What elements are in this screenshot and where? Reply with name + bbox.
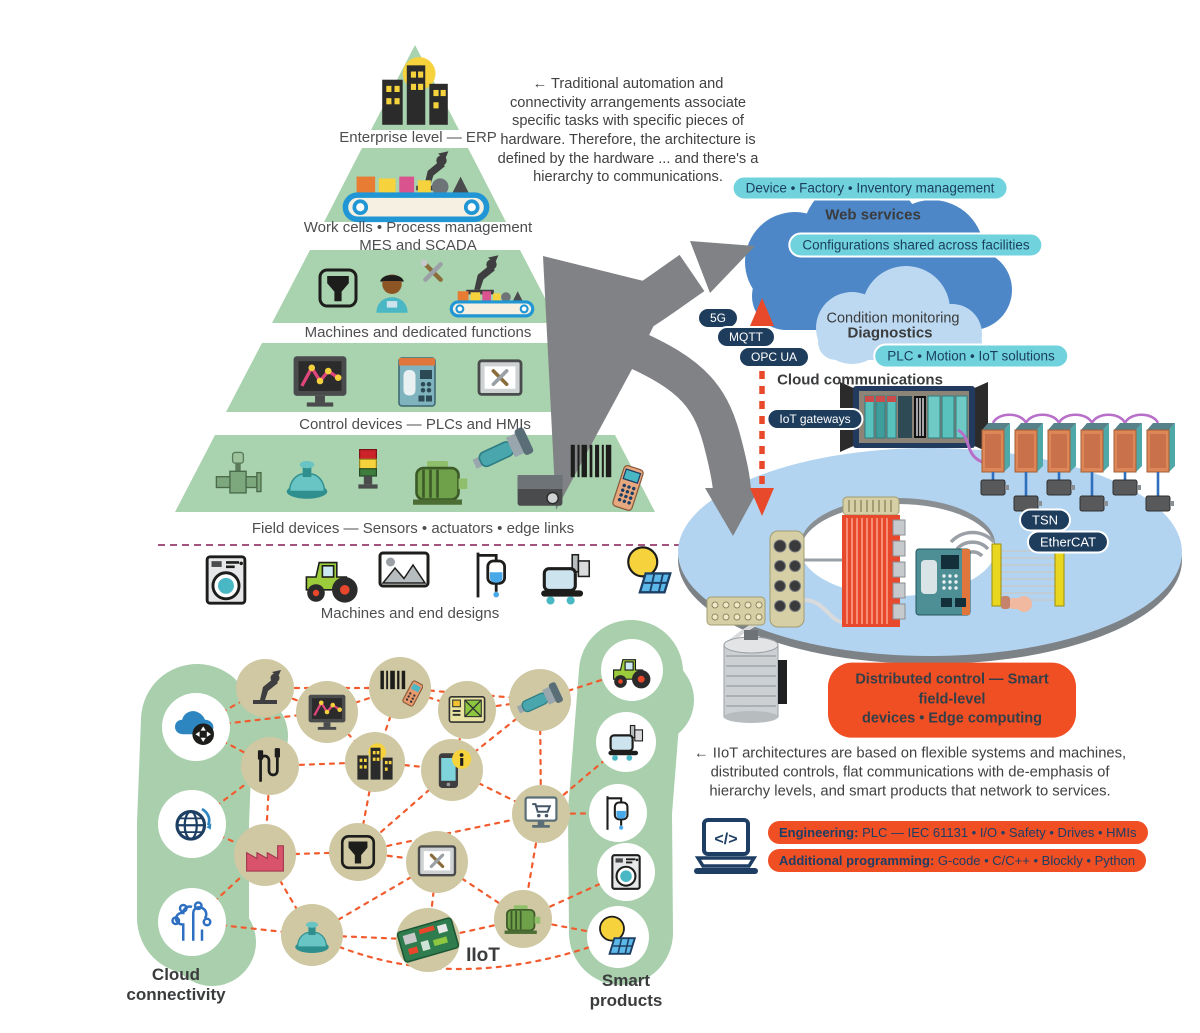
iiot-annotation: ← IIoT architectures are based on flexib… — [693, 745, 1127, 800]
tsn-pill: TSN — [1019, 508, 1071, 532]
mesh-enterprise-icon — [345, 732, 405, 792]
hmi-drive — [915, 548, 971, 616]
hand-icon — [1001, 596, 1032, 612]
level-label-workcells: Work cells • Process management MES and … — [303, 219, 533, 254]
end-iv-icon — [464, 547, 520, 603]
mesh-factory-icon — [234, 824, 296, 886]
end-tractor-icon — [300, 545, 364, 609]
level-label-machines: Machines and dedicated functions — [304, 324, 532, 341]
control-plc-icon — [387, 352, 447, 412]
mesh-actuator-icon — [509, 669, 571, 731]
machine-tools-icon — [413, 252, 453, 292]
diagnostics-label: Diagnostics — [847, 324, 933, 342]
level-label-control: Control devices — PLCs and HMIs — [299, 416, 531, 433]
end-vision-icon — [374, 541, 434, 601]
cloud-connectivity-label: Cloud connectivity — [126, 965, 226, 1004]
cloud-router-icon — [162, 693, 230, 761]
cloud-link-arrow — [750, 298, 774, 516]
cloud-communications-label: Cloud communications — [777, 371, 943, 389]
mesh-monitor-chart-icon — [296, 681, 358, 743]
mesh-hopper-icon — [329, 823, 387, 881]
code-glyph: </> — [714, 831, 737, 848]
laptop-code-icon: </> — [692, 818, 760, 881]
protocol-pill-5g: 5G — [696, 307, 740, 329]
field-valve-icon — [211, 447, 265, 501]
mesh-tools-screen-icon — [406, 831, 468, 893]
field-blackbox-icon — [512, 461, 568, 517]
servo-drives-and-motors — [980, 413, 1175, 512]
smart-products-label: Smart products — [589, 971, 663, 1010]
engineering-pill-prefix: Engineering: — [779, 825, 859, 840]
iot-gateways-pill: IoT gateways — [766, 408, 864, 430]
management-pill: Device • Factory • Inventory management — [731, 175, 1009, 201]
machine-operator-icon — [366, 266, 418, 318]
web-services-label: Web services — [825, 206, 921, 224]
solutions-pill: PLC • Motion • IoT solutions — [873, 343, 1069, 369]
mesh-cables-icon — [241, 737, 299, 795]
mesh-circuit-board-icon — [396, 908, 460, 972]
machines-end-designs-label: Machines and end designs — [320, 605, 500, 622]
level-label-field: Field devices — Sensors • actuators • ed… — [251, 520, 575, 537]
end-solar-icon — [621, 543, 679, 601]
control-hmi-chart-icon — [287, 348, 353, 414]
smart-cart-machine-icon — [596, 712, 656, 772]
mesh-smartphone-icon — [421, 739, 483, 801]
mesh-ecommerce-icon — [512, 785, 570, 843]
additional-programming-pill: Additional programming: G-code • C/C++ •… — [766, 847, 1149, 874]
smart-iv-icon — [589, 784, 647, 842]
smart-solar-icon — [587, 906, 649, 968]
mesh-hmi-panel-icon — [438, 681, 496, 739]
level-label-enterprise: Enterprise level — ERP — [339, 129, 497, 146]
end-cart-machine-icon — [535, 547, 597, 609]
transition-arrow — [543, 241, 759, 536]
smart-tractor-icon — [601, 639, 663, 701]
internet-globe-icon — [158, 790, 226, 858]
enterprise-city-icon — [374, 51, 456, 133]
mesh-pressure-icon — [281, 904, 343, 966]
field-motor-icon — [406, 447, 476, 517]
engineering-pill-items: PLC — IEC 61131 • I/O • Safety • Drives … — [858, 825, 1137, 840]
field-stacklight-icon — [344, 446, 392, 494]
mesh-barcode-scanner-icon — [369, 657, 431, 719]
field-handheld-icon — [603, 463, 653, 513]
control-tools-screen-icon — [472, 351, 528, 407]
configurations-pill: Configurations shared across facilities — [788, 232, 1044, 258]
additional-pill-prefix: Additional programming: — [779, 853, 935, 868]
smart-washer-icon — [597, 843, 655, 901]
distributed-control-pill: Distributed control — Smart field-level … — [828, 662, 1076, 738]
protocol-pill-mqtt: MQTT — [716, 326, 776, 348]
machine-hopper-icon — [314, 264, 362, 312]
circuit-tree-icon — [158, 888, 226, 956]
end-washer-icon — [197, 551, 255, 609]
protocol-pill-opcua: OPC UA — [737, 346, 811, 368]
additional-pill-items: G-code • C/C++ • Blockly • Python — [934, 853, 1136, 868]
condition-monitoring-label: Condition monitoring — [826, 310, 960, 327]
engineering-pill: Engineering: PLC — IEC 61131 • I/O • Saf… — [766, 819, 1150, 846]
edge-devices — [706, 496, 906, 723]
ethercat-pill: EtherCAT — [1026, 530, 1110, 554]
mesh-robot-icon — [236, 659, 294, 717]
mesh-motor-icon — [494, 890, 552, 948]
traditional-annotation: ← Traditional automation and connectivit… — [497, 75, 759, 186]
iiot-label: IIoT — [466, 945, 500, 966]
field-pressure-icon — [278, 448, 336, 506]
machine-conveyor-icon — [448, 288, 536, 318]
